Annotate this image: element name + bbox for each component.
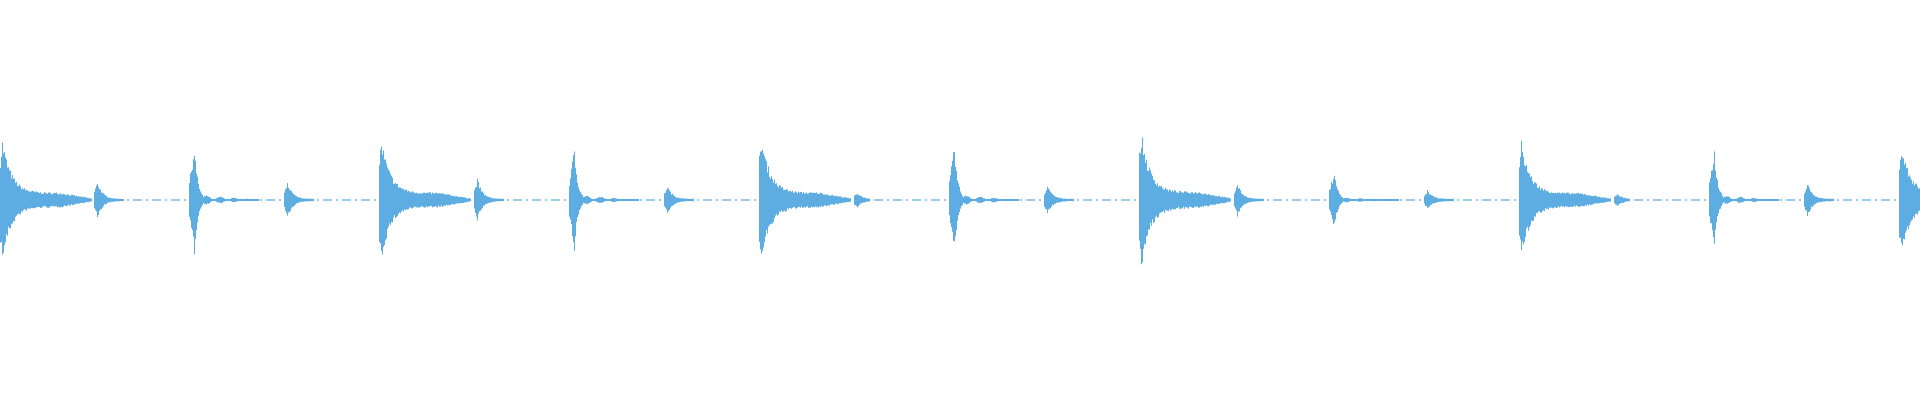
waveform-hit-small: [284, 183, 314, 216]
waveform-hit-small: [94, 184, 124, 218]
waveform-hit-snare: [189, 155, 259, 255]
waveform-hit-kick: [0, 142, 92, 255]
waveform-hit-snare: [569, 151, 639, 251]
waveform-hit-small: [474, 178, 504, 221]
waveform-hit-small: [1044, 186, 1074, 214]
waveform-hit-small: [664, 188, 694, 213]
waveform-hit-tiny: [854, 193, 870, 208]
waveform-hit-kick: [759, 149, 851, 254]
waveform-hit-small: [1234, 185, 1264, 217]
waveform-hit-small: [1424, 190, 1454, 208]
waveform-hit-small: [1804, 185, 1834, 217]
waveform-hit-snare: [1329, 175, 1399, 225]
waveform-hit-snare: [949, 152, 1019, 242]
waveform-hit-kick: [379, 146, 471, 255]
waveform-hit-kick: [1899, 156, 1920, 246]
waveform-hit-snare: [1709, 151, 1779, 244]
waveform-hits: [0, 137, 1920, 265]
waveform-hit-tiny: [1614, 194, 1630, 206]
waveform-hit-kick: [1519, 140, 1611, 251]
waveform-hit-kick: [1139, 137, 1231, 265]
